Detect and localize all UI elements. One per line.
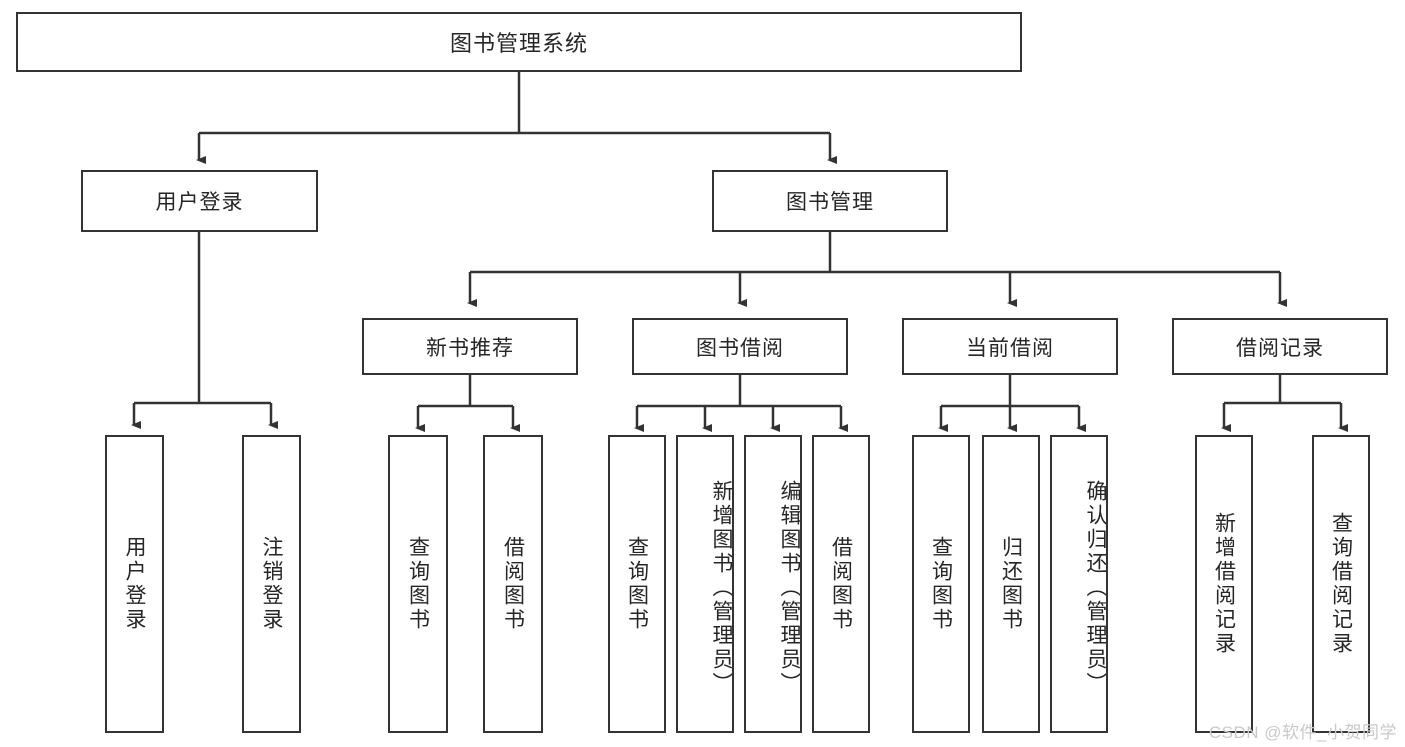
leaf-return-book[interactable]: 归还图书 — [982, 435, 1040, 733]
node-book-management[interactable]: 图书管理 — [712, 170, 948, 232]
leaf-query-book-borrow[interactable]: 查询图书 — [608, 435, 666, 733]
leaf-confirm-return-admin[interactable]: 确认归还（管理员） — [1050, 435, 1108, 733]
leaf-add-borrow-record[interactable]: 新增借阅记录 — [1195, 435, 1253, 733]
leaf-user-login[interactable]: 用户登录 — [105, 435, 164, 733]
leaf-query-book-current[interactable]: 查询图书 — [912, 435, 970, 733]
node-new-book-recommend[interactable]: 新书推荐 — [362, 318, 578, 375]
leaf-add-book-admin[interactable]: 新增图书（管理员） — [676, 435, 734, 733]
node-current-borrow[interactable]: 当前借阅 — [902, 318, 1118, 375]
leaf-logout[interactable]: 注销登录 — [242, 435, 301, 733]
leaf-query-book-recommend[interactable]: 查询图书 — [388, 435, 448, 733]
leaf-edit-book-admin[interactable]: 编辑图书（管理员） — [744, 435, 802, 733]
node-user-login[interactable]: 用户登录 — [81, 170, 318, 232]
node-book-borrow[interactable]: 图书借阅 — [632, 318, 848, 375]
node-root-system[interactable]: 图书管理系统 — [16, 12, 1022, 72]
watermark-text: CSDN @软件_小贺同学 — [1208, 723, 1397, 742]
leaf-query-borrow-record[interactable]: 查询借阅记录 — [1312, 435, 1370, 733]
leaf-borrow-book[interactable]: 借阅图书 — [812, 435, 870, 733]
node-borrow-record[interactable]: 借阅记录 — [1172, 318, 1388, 375]
leaf-borrow-book-recommend[interactable]: 借阅图书 — [483, 435, 543, 733]
